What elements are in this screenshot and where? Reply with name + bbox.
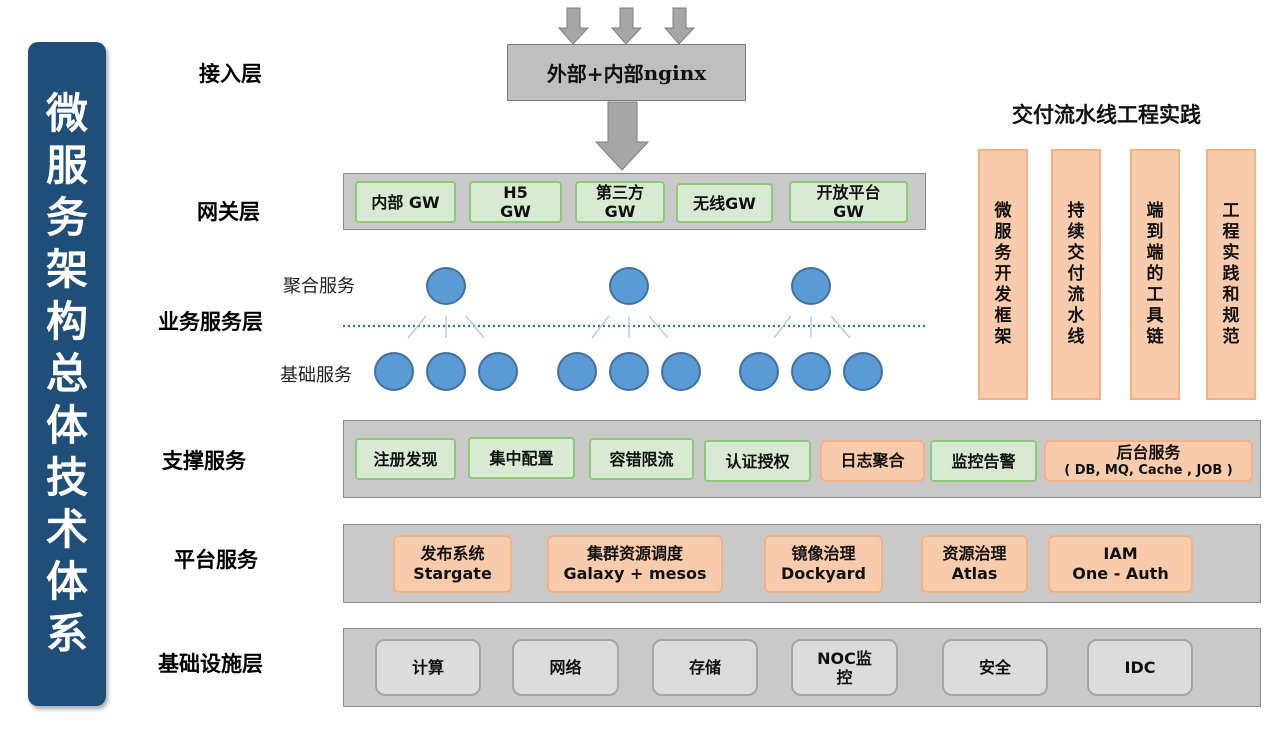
title-char: 体 xyxy=(45,557,88,606)
infra-storage: 存储 xyxy=(652,639,758,696)
pillar-char: 发 xyxy=(994,285,1012,305)
pillar-char: 的 xyxy=(1146,264,1164,284)
nginx-box: 外部+内部 nginx xyxy=(507,44,746,101)
pillar-char: 工 xyxy=(1146,285,1164,305)
title-char: 微 xyxy=(45,89,88,138)
pillar-char: 践 xyxy=(1222,264,1240,284)
pillar-char: 持 xyxy=(1067,201,1085,221)
pillar-char: 范 xyxy=(1222,327,1240,347)
pillar-char: 务 xyxy=(994,243,1012,263)
pillar-char: 端 xyxy=(1146,201,1164,221)
base-node xyxy=(374,352,414,391)
title-char: 术 xyxy=(45,505,88,554)
nginx-cn: 外部+内部 xyxy=(546,62,644,86)
infra-idc: IDC xyxy=(1087,639,1193,696)
pillar-char: 付 xyxy=(1067,264,1085,284)
layer-label-access: 接入层 xyxy=(199,62,262,86)
support-log-aggregation: 日志聚合 xyxy=(820,440,925,482)
infra-security: 安全 xyxy=(942,639,1048,696)
base-node xyxy=(478,352,518,391)
gateway-internal: 内部 GW xyxy=(355,181,456,223)
pillar-char: 到 xyxy=(1146,222,1164,242)
support-registry: 注册发现 xyxy=(355,438,456,480)
pipeline-pillar-1: 微服务开发框架 xyxy=(978,149,1028,400)
title-char: 务 xyxy=(45,193,88,242)
pillar-char: 规 xyxy=(1222,306,1240,326)
title-char: 服 xyxy=(45,141,88,190)
support-monitoring: 监控告警 xyxy=(930,440,1037,482)
layer-label-support: 支撑服务 xyxy=(162,449,246,473)
infra-network: 网络 xyxy=(512,639,619,696)
pillar-char: 水 xyxy=(1067,306,1085,326)
base-node xyxy=(661,352,701,391)
base-node xyxy=(739,352,779,391)
base-node xyxy=(557,352,597,391)
pillar-char: 链 xyxy=(1146,327,1164,347)
input-arrow-3 xyxy=(663,7,696,45)
base-node xyxy=(843,352,883,391)
pillar-char: 架 xyxy=(994,327,1012,347)
pipeline-pillar-2: 持续交付流水线 xyxy=(1051,149,1101,400)
pipeline-pillar-3: 端到端的工具链 xyxy=(1130,149,1180,400)
nginx-en: nginx xyxy=(643,60,707,85)
gateway-wireless: 无线GW xyxy=(676,183,773,223)
layer-label-gateway: 网关层 xyxy=(197,200,260,224)
base-service-label: 基础服务 xyxy=(280,365,352,386)
aggregate-node-1 xyxy=(426,267,466,305)
title-char: 架 xyxy=(45,245,88,294)
base-node xyxy=(609,352,649,391)
pillar-char: 工 xyxy=(1222,201,1240,221)
infra-noc-monitoring: NOC监控 xyxy=(791,639,898,696)
title-char: 系 xyxy=(45,609,88,658)
layer-label-business: 业务服务层 xyxy=(158,310,263,334)
support-backend-services: 后台服务 ( DB, MQ, Cache , JOB ) xyxy=(1044,440,1253,482)
pillar-char: 具 xyxy=(1146,306,1164,326)
layer-label-infra: 基础设施层 xyxy=(158,652,263,676)
aggregate-node-2 xyxy=(609,267,649,305)
pillar-char: 线 xyxy=(1067,327,1085,347)
pillar-char: 程 xyxy=(1222,222,1240,242)
support-fault-tolerance: 容错限流 xyxy=(589,438,694,480)
pillar-char: 端 xyxy=(1146,243,1164,263)
pipeline-title: 交付流水线工程实践 xyxy=(1012,103,1201,127)
base-node xyxy=(791,352,831,391)
aggregate-service-label: 聚合服务 xyxy=(283,276,355,297)
pillar-char: 续 xyxy=(1067,222,1085,242)
pillar-char: 实 xyxy=(1222,243,1240,263)
pipeline-pillar-4: 工程实践和规范 xyxy=(1206,149,1256,400)
pillar-char: 开 xyxy=(994,264,1012,284)
title-banner: 微服务架构总体技术体系 xyxy=(28,42,106,706)
pillar-char: 交 xyxy=(1067,243,1085,263)
input-arrow-1 xyxy=(557,7,590,45)
title-char: 总 xyxy=(45,349,88,398)
pillar-char: 微 xyxy=(994,201,1012,221)
support-auth: 认证授权 xyxy=(704,440,811,482)
title-char: 构 xyxy=(45,297,88,346)
title-char: 体 xyxy=(45,401,88,450)
pillar-char: 流 xyxy=(1067,285,1085,305)
layer-label-platform: 平台服务 xyxy=(174,548,258,572)
down-arrow xyxy=(594,101,650,171)
pillar-char: 服 xyxy=(994,222,1012,242)
aggregate-node-3 xyxy=(791,267,831,305)
pillar-char: 框 xyxy=(994,306,1012,326)
support-config: 集中配置 xyxy=(468,437,575,479)
base-node xyxy=(426,352,466,391)
input-arrow-2 xyxy=(610,7,643,45)
pillar-char: 和 xyxy=(1222,285,1240,305)
title-char: 技 xyxy=(45,453,88,502)
infra-compute: 计算 xyxy=(375,639,481,696)
